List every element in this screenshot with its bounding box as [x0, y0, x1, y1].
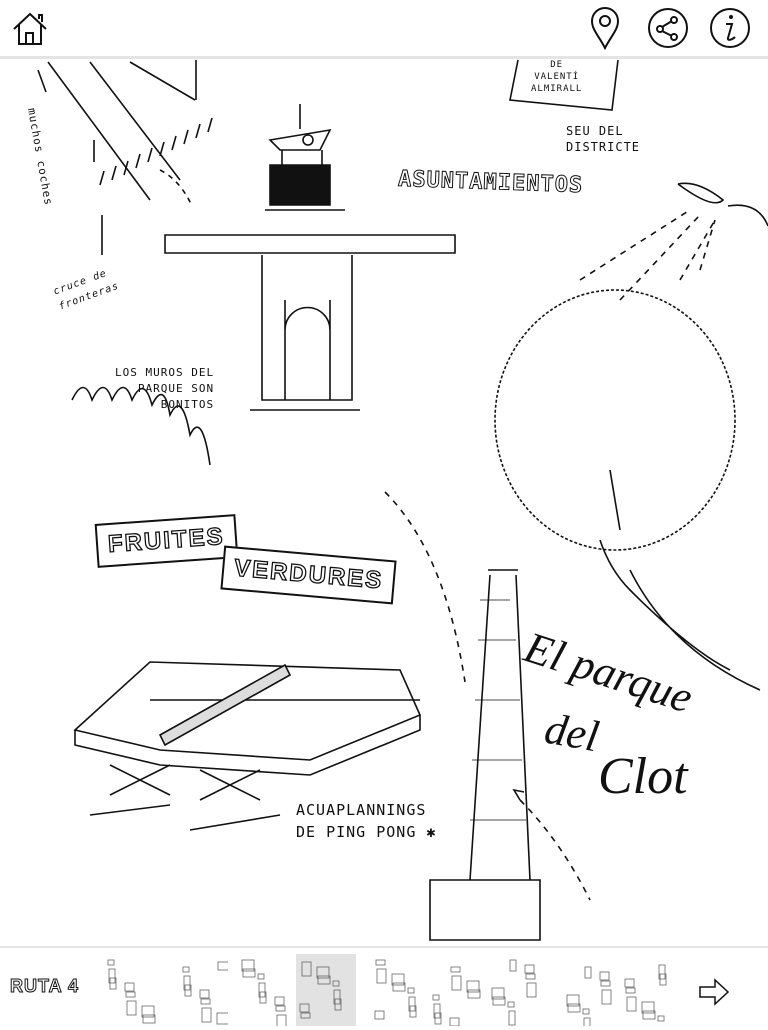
ayuntamientos-label: ASUNTAMIENTOS [397, 166, 584, 199]
plaque-line: ALMIRALL [531, 84, 583, 94]
share-icon [648, 8, 688, 48]
plaque-line: DE [550, 60, 564, 70]
info-button[interactable] [708, 6, 752, 50]
route-thumbnail[interactable] [616, 954, 676, 1026]
route-thumbnail[interactable] [232, 954, 292, 1030]
share-button[interactable] [646, 6, 690, 50]
seu-del-districte-label: SEU DEL DISTRICTE [566, 124, 641, 154]
plaque-text: DE VALENTÍ ALMIRALL [531, 59, 582, 95]
route-thumbnail[interactable] [104, 954, 164, 1026]
sketch-drawing [37, 59, 768, 941]
muros-label: LOS MUROS DEL PARQUE SON BONITOS [115, 366, 215, 411]
plaque-line: VALENTÍ [534, 72, 580, 82]
route-thumbnail[interactable] [488, 954, 548, 1026]
info-icon [710, 8, 750, 48]
parque-del: del [541, 703, 603, 762]
map-button[interactable] [583, 6, 627, 50]
route-label: RUTA 4 [10, 976, 79, 997]
arrow-right-icon [699, 978, 730, 1006]
route-thumbnail[interactable] [296, 954, 356, 1026]
ping-pong-label: ACUAPLANNINGS DE PING PONG ✱ [296, 801, 437, 841]
route-thumbnail[interactable] [552, 954, 612, 1030]
route-thumbnail[interactable] [424, 954, 484, 1027]
parque-clot: Clot [598, 748, 688, 805]
top-bar [0, 0, 768, 59]
route-illustration: DE VALENTÍ ALMIRALL SEU DEL DISTRICTE AS… [0, 59, 768, 946]
home-button[interactable] [8, 6, 52, 50]
route-thumbnail-bar: RUTA 4 [0, 946, 768, 1030]
route-thumbnail[interactable] [168, 954, 231, 1026]
route-thumbnail[interactable] [360, 954, 420, 1026]
map-pin-icon [590, 7, 620, 50]
home-icon [13, 12, 47, 45]
next-button[interactable] [698, 978, 730, 1010]
